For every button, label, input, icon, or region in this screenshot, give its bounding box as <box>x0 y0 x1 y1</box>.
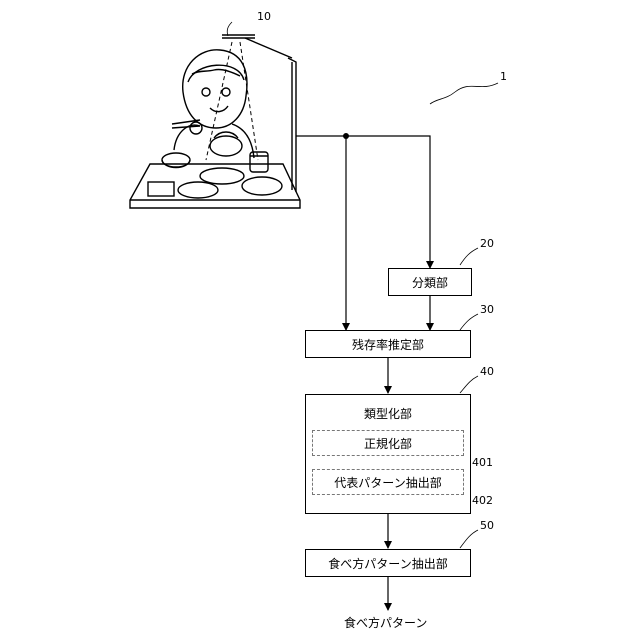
signal-lines <box>296 136 430 610</box>
ref-extractor: 402 <box>472 494 493 507</box>
ref-typifier: 40 <box>480 365 494 378</box>
ref-system: 1 <box>500 70 507 83</box>
estimator-label: 残存率推定部 <box>352 336 424 353</box>
ref-pattern-extractor: 50 <box>480 519 494 532</box>
pattern-extractor-block: 食べ方パターン抽出部 <box>305 549 471 577</box>
ref-classifier: 20 <box>480 237 494 250</box>
dining-illustration <box>130 35 300 208</box>
ref-camera: 10 <box>257 10 271 23</box>
typifier-label: 類型化部 <box>364 405 412 422</box>
extractor-label: 代表パターン抽出部 <box>334 474 441 491</box>
normalizer-subblock: 正規化部 <box>312 430 464 456</box>
ref-estimator: 30 <box>480 303 494 316</box>
classifier-label: 分類部 <box>412 274 448 291</box>
extractor-subblock: 代表パターン抽出部 <box>312 469 464 495</box>
pattern-extractor-label: 食べ方パターン抽出部 <box>328 555 447 572</box>
output-label: 食べ方パターン <box>344 614 427 631</box>
junction-dot <box>343 133 349 139</box>
normalizer-label: 正規化部 <box>364 435 412 452</box>
ref-normalizer: 401 <box>472 456 493 469</box>
classifier-block: 分類部 <box>388 268 472 296</box>
estimator-block: 残存率推定部 <box>305 330 471 358</box>
